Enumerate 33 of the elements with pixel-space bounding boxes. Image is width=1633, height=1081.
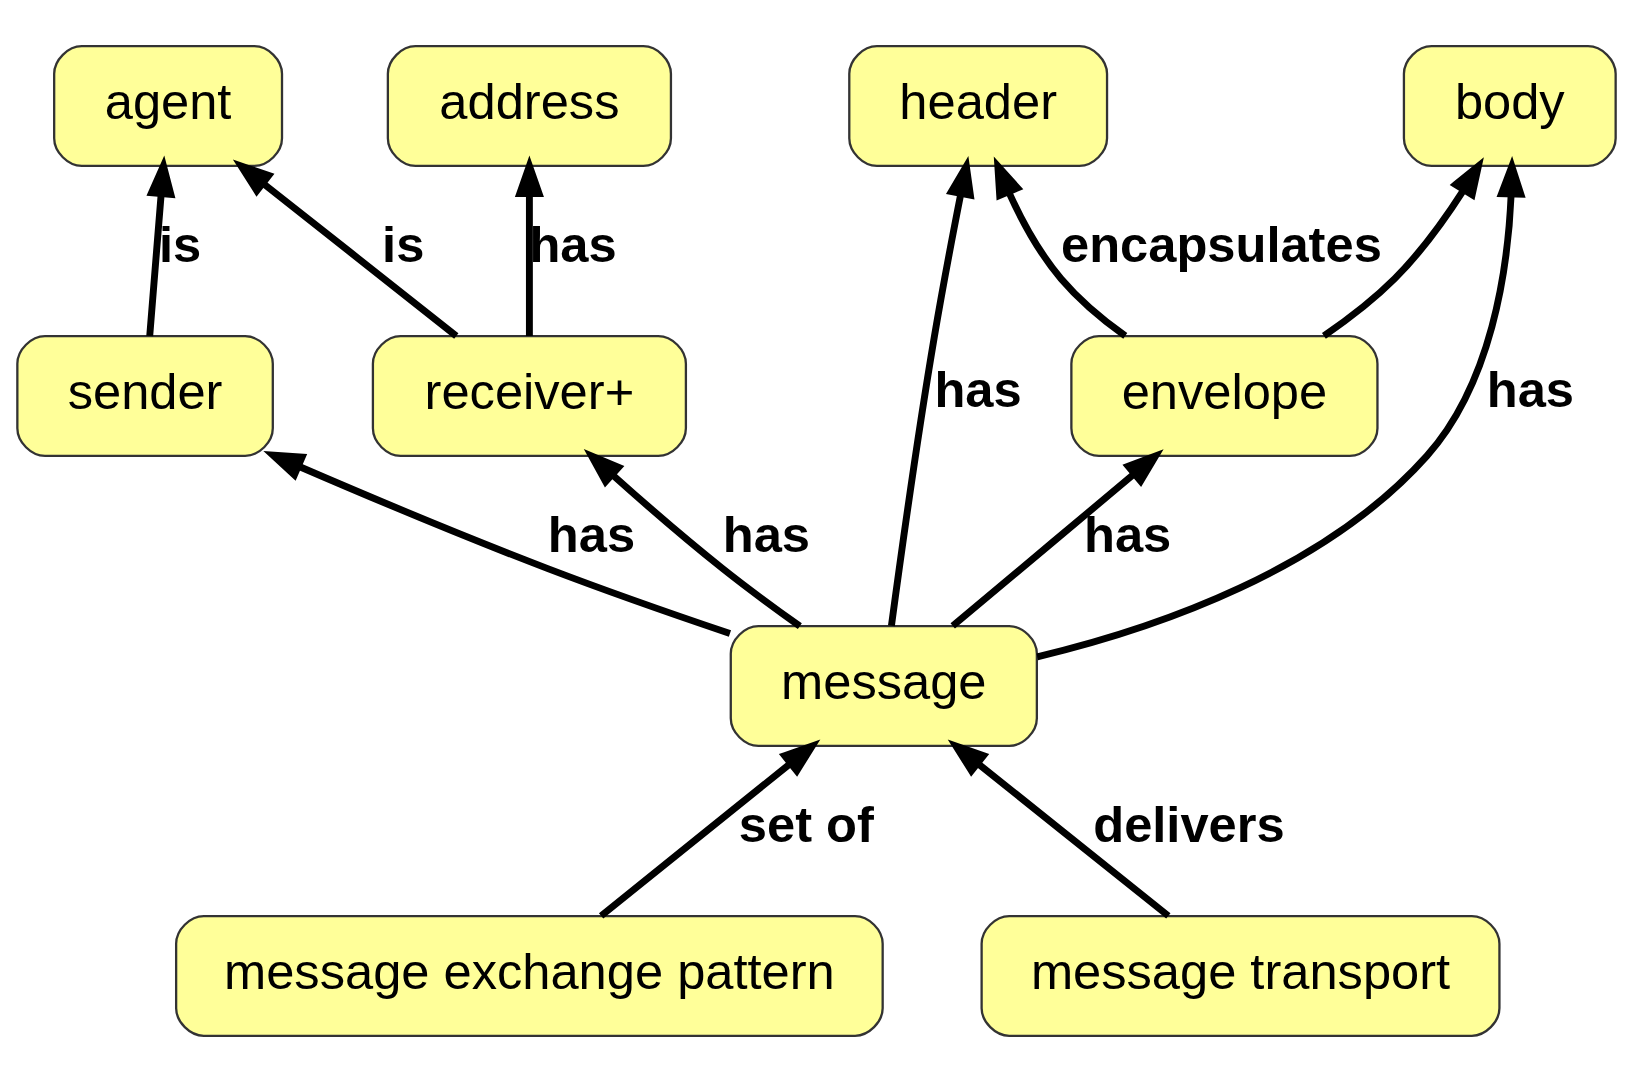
edge-label: delivers bbox=[1093, 795, 1285, 853]
node-box: sender bbox=[16, 334, 274, 457]
arrow bbox=[598, 738, 821, 919]
node-box: header bbox=[848, 44, 1109, 167]
node-box: message exchange pattern bbox=[175, 914, 884, 1037]
edge-label: is bbox=[382, 215, 425, 273]
node-box: receiver+ bbox=[371, 334, 688, 457]
edge-label: has bbox=[547, 505, 636, 563]
node-box: body bbox=[1402, 44, 1617, 167]
edge-label: set of bbox=[738, 795, 874, 853]
arrow bbox=[888, 155, 975, 626]
node-box: agent bbox=[53, 44, 284, 167]
node-box: message bbox=[729, 624, 1038, 747]
arrow bbox=[232, 159, 459, 339]
edge-label: is bbox=[158, 215, 202, 273]
arrow bbox=[514, 155, 544, 336]
edge-label: has bbox=[1486, 360, 1575, 418]
edge-label: encapsulates bbox=[1061, 215, 1382, 273]
arrow bbox=[263, 450, 732, 637]
arrow bbox=[583, 448, 802, 629]
edge-label: has bbox=[1084, 505, 1172, 563]
arrow bbox=[1036, 155, 1526, 660]
edge-label: has bbox=[529, 215, 617, 273]
arrow bbox=[1321, 156, 1484, 339]
arrow bbox=[947, 738, 1171, 919]
arrow bbox=[146, 155, 176, 336]
edge-label: has bbox=[934, 360, 1022, 418]
node-box: address bbox=[386, 44, 673, 167]
arrow bbox=[993, 156, 1128, 339]
node-box: message transport bbox=[980, 914, 1501, 1037]
node-box: envelope bbox=[1070, 334, 1379, 457]
arrow bbox=[950, 448, 1164, 629]
edge-label: has bbox=[722, 505, 810, 563]
